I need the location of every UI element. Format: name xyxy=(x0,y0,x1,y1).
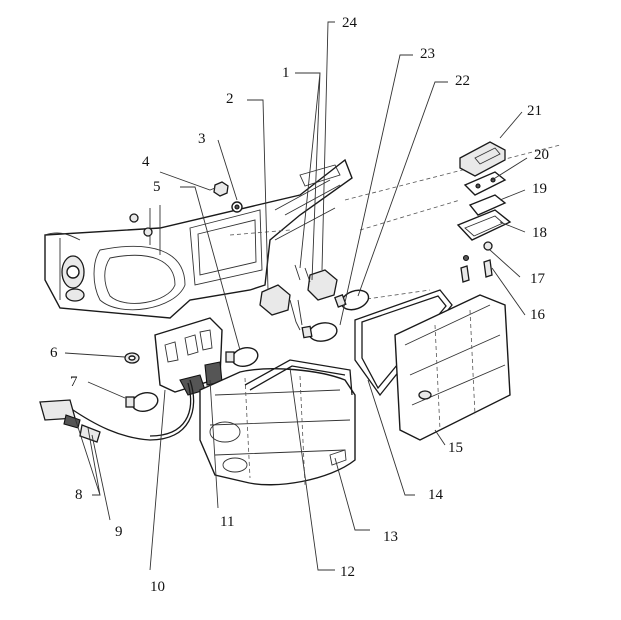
wiring-harness xyxy=(39,379,195,443)
panel-nuts xyxy=(129,181,243,237)
socket-plate xyxy=(154,317,223,396)
rear-body-panel xyxy=(44,158,353,319)
callout-20: 20 xyxy=(534,147,549,163)
side-lamp-lens xyxy=(394,294,511,441)
callout-17: 17 xyxy=(530,271,545,287)
callout-1: 1 xyxy=(282,65,290,81)
callout-15: 15 xyxy=(448,440,463,456)
callout-14: 14 xyxy=(428,487,443,503)
lens-gasket-frame xyxy=(244,359,353,396)
callout-13: 13 xyxy=(383,529,398,545)
callout-10: 10 xyxy=(150,579,165,595)
callout-6: 6 xyxy=(50,345,58,361)
callout-3: 3 xyxy=(198,131,206,147)
callout-12: 12 xyxy=(340,564,355,580)
grommet xyxy=(124,352,140,364)
callout-4: 4 xyxy=(142,154,150,170)
alignment-lines xyxy=(229,144,561,301)
callout-21: 21 xyxy=(527,103,542,119)
callout-24: 24 xyxy=(342,15,357,31)
bulb-sockets xyxy=(259,264,338,331)
callout-23: 23 xyxy=(420,46,435,62)
callout-16: 16 xyxy=(530,307,545,323)
bulbs xyxy=(125,289,370,413)
leader-lines xyxy=(64,21,528,571)
corner-lamp-lens xyxy=(199,368,356,486)
license-lamp-assembly xyxy=(456,141,512,283)
callout-5: 5 xyxy=(153,179,161,195)
callout-9: 9 xyxy=(115,524,123,540)
callout-2: 2 xyxy=(226,91,234,107)
callout-7: 7 xyxy=(70,374,78,390)
callout-18: 18 xyxy=(532,225,547,241)
callout-8: 8 xyxy=(75,487,83,503)
callout-19: 19 xyxy=(532,181,547,197)
callout-11: 11 xyxy=(220,514,235,530)
callout-22: 22 xyxy=(455,73,470,89)
